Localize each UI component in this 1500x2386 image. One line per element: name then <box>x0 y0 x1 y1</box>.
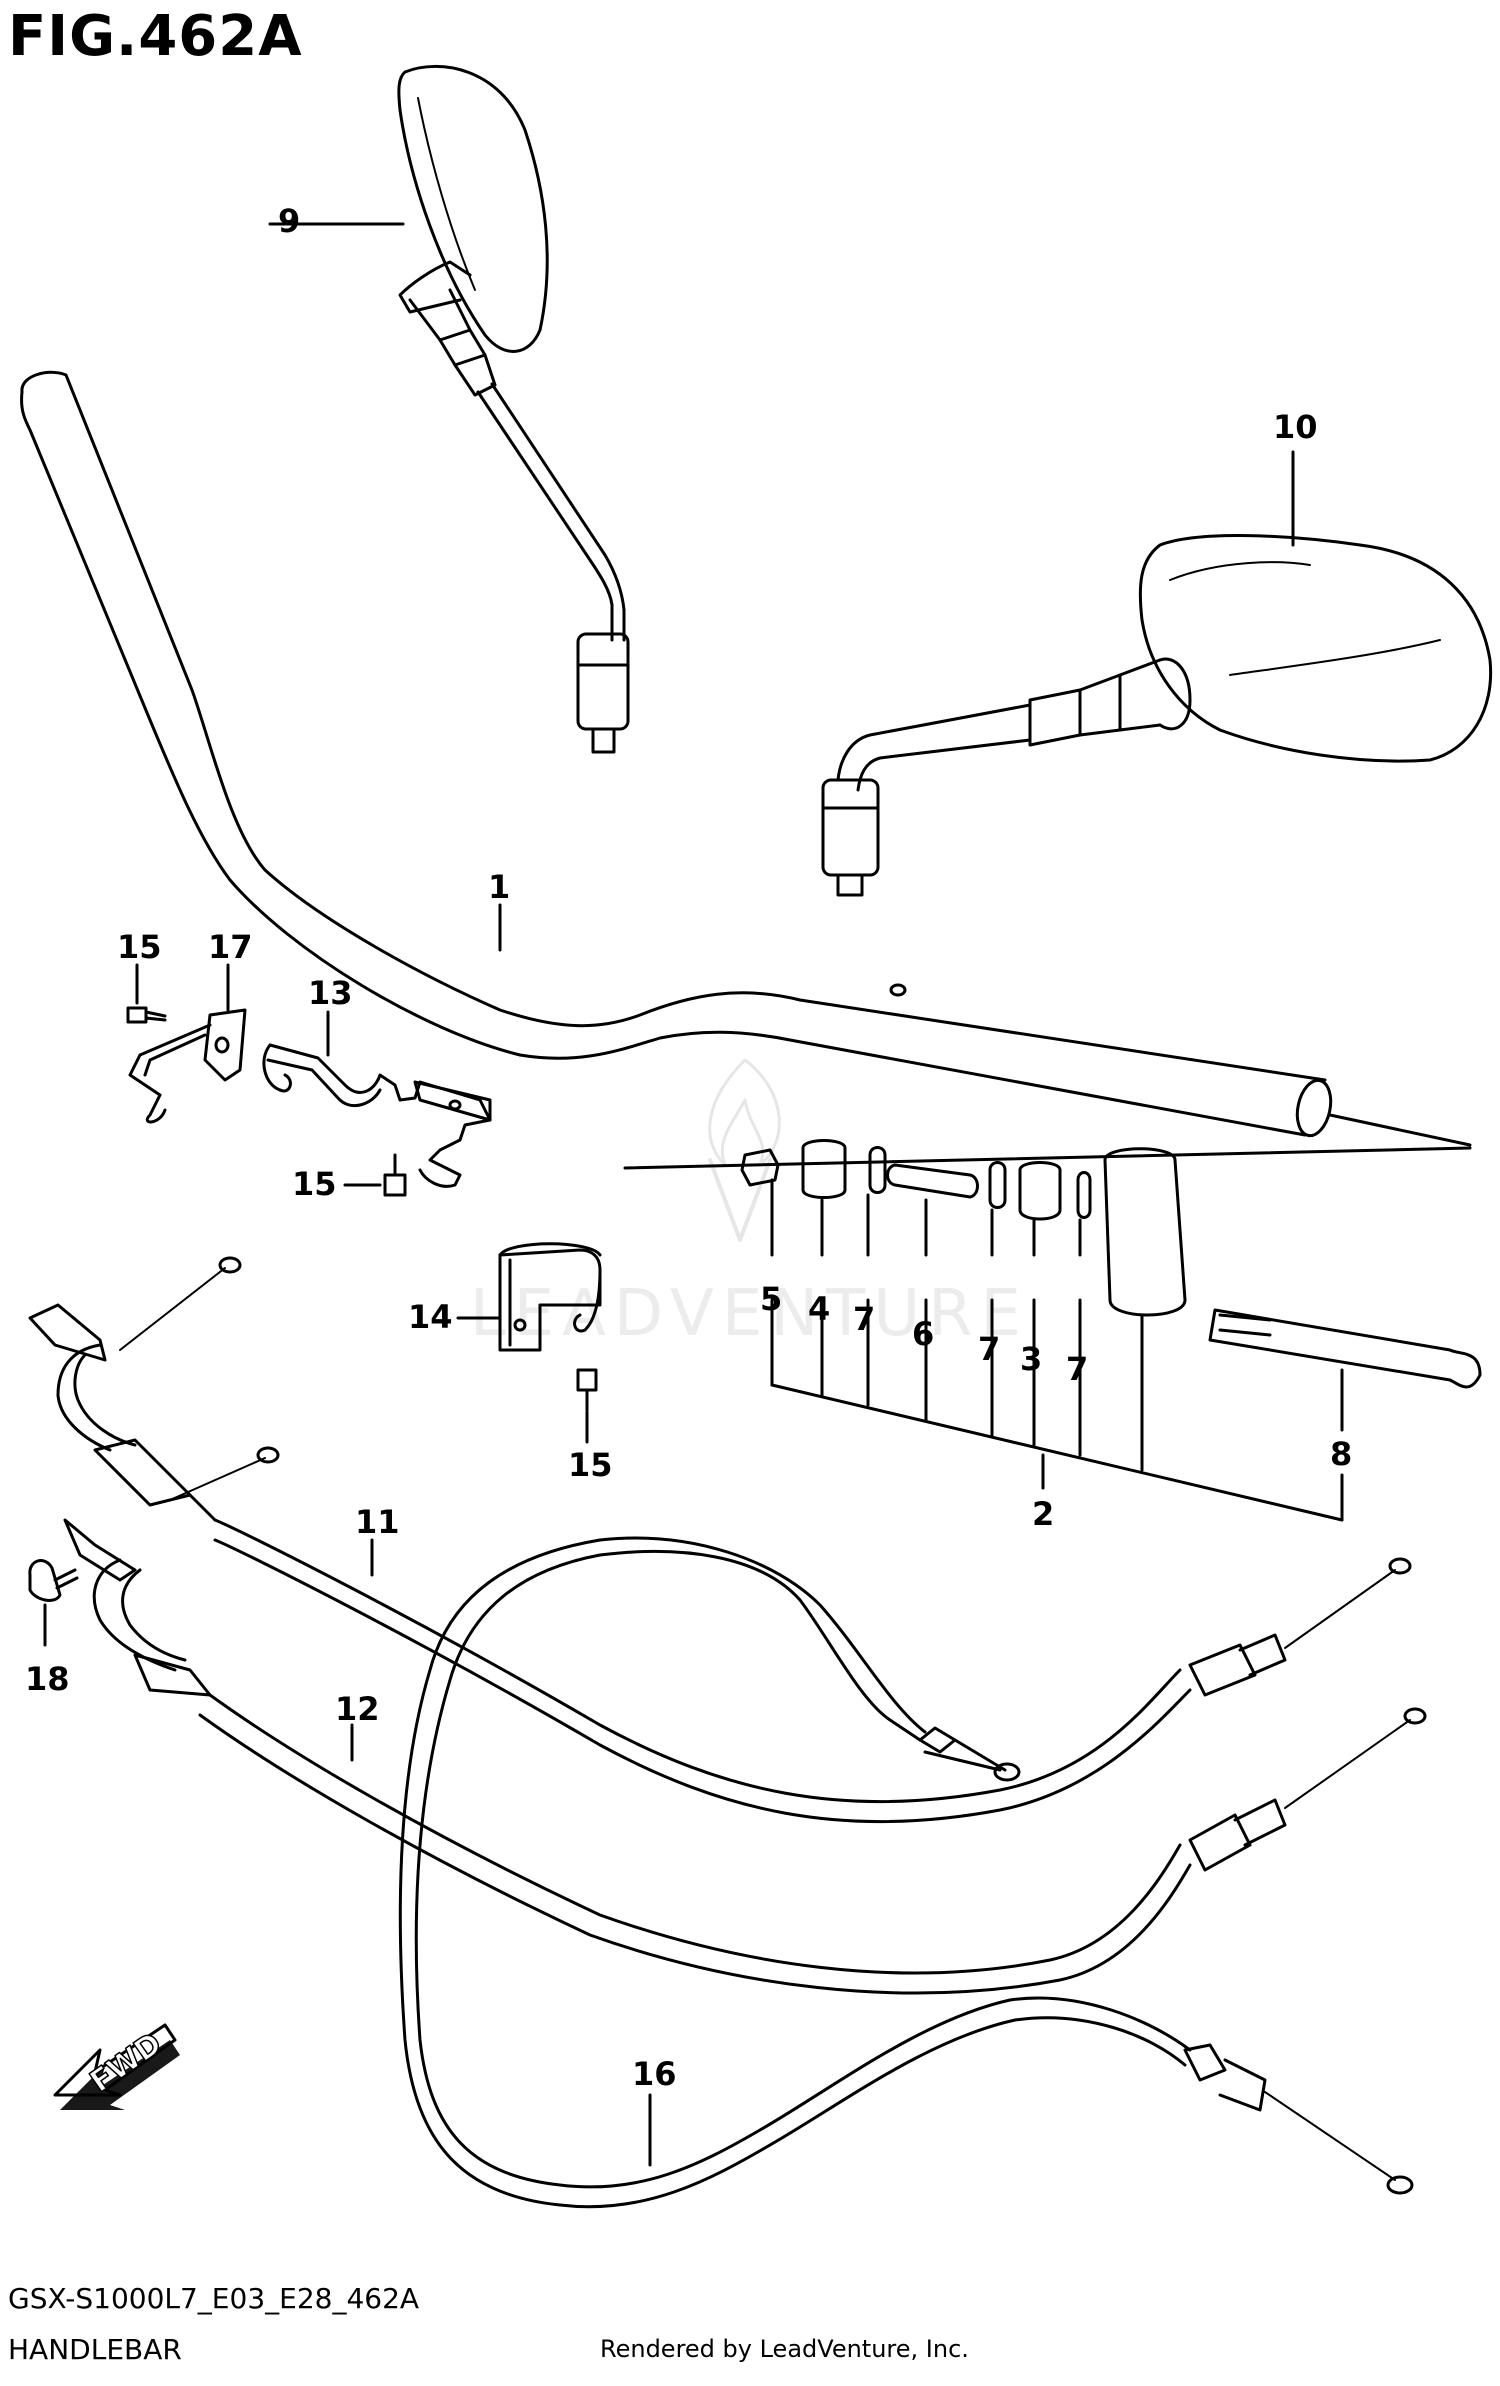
callout-3: 3 <box>1020 1340 1042 1378</box>
part-6-spacer <box>886 1163 979 1199</box>
part-8-screw <box>1208 1308 1482 1389</box>
screw-15-upper <box>126 1006 167 1024</box>
bar-end-assembly <box>740 1139 1482 1389</box>
callout-15a: 15 <box>117 928 162 966</box>
figure-name: HANDLEBAR <box>8 2333 182 2366</box>
fwd-arrow-icon <box>53 2023 180 2110</box>
watermark-logo <box>708 1058 781 1242</box>
handlebar <box>20 370 1472 1170</box>
part-2-weight <box>1103 1147 1187 1317</box>
callout-15c: 15 <box>568 1446 613 1484</box>
callout-11: 11 <box>355 1503 400 1541</box>
bracket-13 <box>262 1043 492 1188</box>
throttle-cable-12 <box>63 1446 1427 1995</box>
callout-8: 8 <box>1330 1435 1352 1473</box>
callout-7c: 7 <box>1066 1350 1088 1388</box>
render-credit: Rendered by LeadVenture, Inc. <box>600 2335 969 2363</box>
callout-6: 6 <box>912 1315 934 1353</box>
screw-15-middle <box>383 1153 407 1197</box>
clip-17 <box>128 1008 247 1124</box>
callout-13: 13 <box>308 974 353 1012</box>
callout-17: 17 <box>208 928 253 966</box>
callout-18: 18 <box>25 1660 70 1698</box>
callout-7b: 7 <box>978 1330 1000 1368</box>
callout-9: 9 <box>278 202 300 240</box>
leader-group-2-8 <box>770 1178 1344 1522</box>
callout-10: 10 <box>1273 408 1318 446</box>
callout-15b: 15 <box>292 1165 337 1203</box>
part-4-bush <box>801 1139 847 1199</box>
callout-1: 1 <box>488 868 510 906</box>
part-7-washer-a <box>868 1146 887 1194</box>
callout-2: 2 <box>1032 1495 1054 1533</box>
mirror-right <box>821 534 1493 897</box>
part-7-washer-c <box>1076 1171 1092 1219</box>
throttle-cable-11 <box>28 1256 1412 1824</box>
part-5-collar <box>740 1148 780 1187</box>
cable-16 <box>398 1536 1414 2209</box>
callout-4: 4 <box>808 1290 830 1328</box>
part-7-washer-b <box>988 1161 1007 1209</box>
figure-code: GSX-S1000L7_E03_E28_462A <box>8 2282 420 2315</box>
callout-12: 12 <box>335 1690 380 1728</box>
callout-7a: 7 <box>853 1300 875 1338</box>
mirror-left <box>397 64 630 754</box>
callout-5: 5 <box>760 1280 782 1318</box>
callout-16: 16 <box>632 2055 677 2093</box>
screw-15-lower <box>576 1368 598 1412</box>
watermark-text: LEADVENTURE <box>470 1277 1029 1351</box>
callout-14: 14 <box>408 1298 453 1336</box>
screw-18 <box>28 1559 79 1602</box>
figure-title: FIG.462A <box>8 4 303 69</box>
part-3-bush <box>1018 1161 1062 1221</box>
clamp-14 <box>498 1242 602 1352</box>
